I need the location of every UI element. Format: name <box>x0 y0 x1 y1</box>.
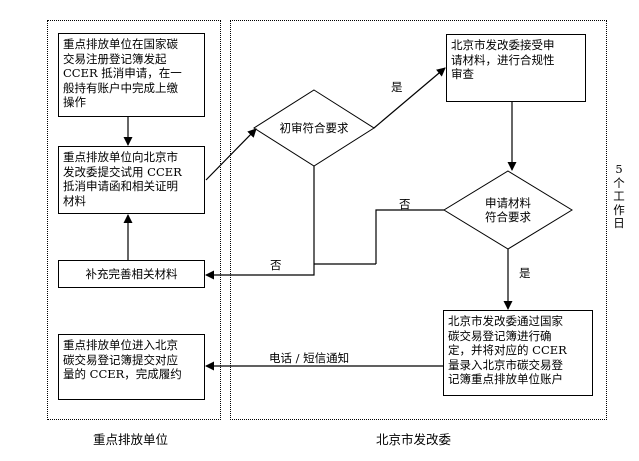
arrow-initial-yes-to-accept <box>373 67 446 129</box>
edge-label-yes-materials: 是 <box>519 266 531 280</box>
decision-initial-label: 初审符合要求 <box>279 121 349 135</box>
lane-caption-left: 重点排放单位 <box>93 432 169 447</box>
box-supplement-materials: 补充完善相关材料 <box>58 260 205 288</box>
box-submit-application: 重点排放单位向北京市 发改委提交试用 CCER 抵消申请函和相关证明 材料 <box>58 146 205 214</box>
arrow-initial-no-to-supplement <box>205 166 315 280</box>
edge-label-no-initial: 否 <box>270 258 282 272</box>
arrow-materials-no-to-supplement <box>375 209 444 264</box>
edge-label-yes-initial: 是 <box>391 80 403 94</box>
edge-label-no-materials: 否 <box>399 197 411 211</box>
box-fulfill-compliance: 重点排放单位进入北京 碳交易登记簿提交对应 量的 CCER，完成履约 <box>58 334 205 400</box>
box-register-ccer: 重点排放单位在国家碳 交易注册登记簿发起 CCER 抵消申请，在一 般持有账户中… <box>58 33 205 117</box>
arrow-submit-to-initial-check <box>205 128 257 181</box>
edge-label-phone-sms-notice: 电话 / 短信通知 <box>269 351 350 365</box>
lane-key-emitter <box>47 20 221 420</box>
lane-beijing-ndrc <box>230 20 607 420</box>
box-accept-review: 北京市发改委接受申 请材料，进行合规性 审查 <box>446 34 586 102</box>
box-confirm-registry: 北京市发改委通过国家 碳交易登记簿进行确 定，并将对应的 CCER 量录入北京市… <box>443 310 593 396</box>
lane-caption-right: 北京市发改委 <box>376 432 452 447</box>
decision-materials-label: 申请材料 符合要求 <box>485 196 531 224</box>
side-note-five-working-days: 5 个 工 作 日 <box>613 162 625 230</box>
